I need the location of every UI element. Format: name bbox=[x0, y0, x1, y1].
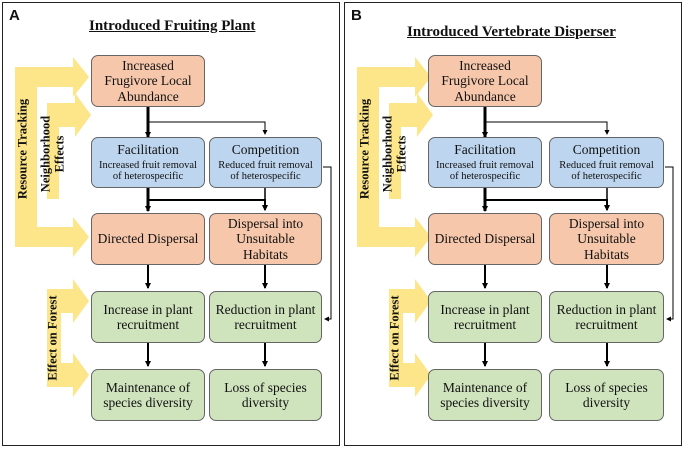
box-reduction-recruitment: Reduction in plant recruitment bbox=[549, 291, 664, 343]
panel-title: Introduced Vertebrate Disperser bbox=[407, 24, 616, 40]
box-maintenance-diversity: Maintenance of species diversity bbox=[91, 369, 205, 421]
box-reduction-recruitment: Reduction in plant recruitment bbox=[209, 291, 322, 343]
box-line: Directed Dispersal bbox=[434, 231, 536, 247]
box-sub-line: Increased fruit removal bbox=[99, 159, 197, 171]
box-line: Increase in plant bbox=[440, 301, 530, 317]
neighborhood-line-2: Effects bbox=[52, 135, 66, 173]
box-line: Reduction in plant bbox=[556, 301, 657, 317]
neighborhood-line-2: Effects bbox=[394, 135, 408, 173]
box-subtitle: Increased fruit removal of heterospecifi… bbox=[436, 160, 534, 183]
box-title: Facilitation bbox=[117, 142, 179, 158]
neighborhood-effects-label: Neighborhood Effects bbox=[380, 115, 409, 193]
arrow-abundance-competition bbox=[148, 121, 268, 135]
effect-on-forest-arrow bbox=[389, 279, 431, 397]
box-subtitle: Increased fruit removal of heterospecifi… bbox=[99, 160, 197, 183]
box-line: Habitats bbox=[243, 246, 288, 262]
panel-a: A Introduced Fruiting Plant Resource Tra… bbox=[2, 2, 340, 446]
box-directed-dispersal: Directed Dispersal bbox=[428, 213, 542, 265]
box-line: Abundance bbox=[454, 88, 516, 104]
box-frugivore-abundance: Increased Frugivore Local Abundance bbox=[428, 55, 542, 107]
box-increase-recruitment: Increase in plant recruitment bbox=[428, 291, 542, 343]
panel-letter: A bbox=[9, 7, 20, 24]
effect-on-forest-arrow bbox=[47, 279, 89, 397]
box-line: Habitats bbox=[584, 246, 629, 262]
neighborhood-effects-arrow-shape bbox=[389, 93, 433, 199]
arrow-layer bbox=[357, 57, 674, 397]
box-line: Reduction in plant bbox=[215, 301, 316, 317]
box-line: Increase in plant bbox=[103, 301, 193, 317]
box-line: Unsuitable bbox=[236, 231, 295, 247]
box-sub-line: of heterospecific bbox=[230, 171, 301, 183]
box-line: Dispersal into bbox=[227, 216, 304, 232]
box-line: Unsuitable bbox=[577, 231, 636, 247]
box-sub-line: of heterospecific bbox=[571, 171, 642, 183]
box-sub-line: Increased fruit removal bbox=[436, 159, 534, 171]
box-sub-line: Reduced fruit removal bbox=[218, 159, 313, 171]
box-subtitle: Reduced fruit removal of heterospecific bbox=[218, 160, 312, 183]
box-line: Abundance bbox=[117, 88, 179, 104]
neighborhood-effects-arrow-shape bbox=[47, 93, 91, 199]
panel-b: B Introduced Vertebrate Disperser Resour… bbox=[344, 2, 682, 446]
panel-title: Introduced Fruiting Plant bbox=[89, 18, 256, 34]
box-line: Dispersal into bbox=[568, 216, 645, 232]
box-increase-recruitment: Increase in plant recruitment bbox=[91, 291, 205, 343]
box-line: species diversity bbox=[440, 395, 530, 410]
arrow-layer bbox=[15, 57, 332, 397]
neighborhood-line-1: Neighborhood bbox=[380, 115, 395, 193]
arrow-competition-reduction bbox=[665, 166, 674, 322]
arrow-facilitation-unsuitable bbox=[148, 199, 268, 211]
box-line: Increased bbox=[459, 58, 511, 74]
box-title: Competition bbox=[572, 142, 641, 158]
box-line: Frugivore Local bbox=[441, 73, 529, 89]
box-unsuitable-habitats: Dispersal into Unsuitable Habitats bbox=[209, 213, 322, 265]
box-unsuitable-habitats: Dispersal into Unsuitable Habitats bbox=[549, 213, 664, 265]
box-line: Frugivore Local bbox=[104, 73, 192, 89]
box-directed-dispersal: Directed Dispersal bbox=[91, 213, 205, 265]
effect-on-forest-label: Effect on Forest bbox=[387, 295, 402, 381]
box-frugivore-abundance: Increased Frugivore Local Abundance bbox=[91, 55, 205, 107]
box-line: Maintenance of bbox=[442, 379, 528, 395]
resource-tracking-label: Resource Tracking bbox=[357, 98, 372, 200]
box-facilitation: Facilitation Increased fruit removal of … bbox=[428, 137, 542, 188]
box-line: recruitment bbox=[453, 317, 517, 332]
box-line: recruitment bbox=[234, 317, 297, 332]
box-loss-diversity: Loss of species diversity bbox=[549, 369, 664, 421]
box-line: Increased bbox=[122, 58, 174, 74]
box-competition: Competition Reduced fruit removal of het… bbox=[209, 137, 322, 188]
box-line: Directed Dispersal bbox=[97, 231, 199, 247]
resource-tracking-arrow bbox=[15, 57, 89, 257]
box-line: recruitment bbox=[116, 317, 180, 332]
resource-tracking-label: Resource Tracking bbox=[15, 98, 30, 200]
box-subtitle: Reduced fruit removal of heterospecific bbox=[559, 160, 653, 183]
box-line: diversity bbox=[241, 395, 290, 410]
box-line: Loss of species bbox=[224, 379, 307, 395]
box-sub-line: of heterospecific bbox=[449, 171, 521, 183]
box-line: recruitment bbox=[575, 317, 638, 332]
box-facilitation: Facilitation Increased fruit removal of … bbox=[91, 137, 205, 188]
panel-letter: B bbox=[351, 7, 362, 24]
box-line: species diversity bbox=[103, 395, 193, 410]
box-line: Maintenance of bbox=[105, 379, 191, 395]
resource-tracking-arrow bbox=[357, 57, 431, 257]
box-line: Loss of species bbox=[565, 379, 648, 395]
neighborhood-line-1: Neighborhood bbox=[38, 115, 53, 193]
box-sub-line: of heterospecific bbox=[112, 171, 184, 183]
box-loss-diversity: Loss of species diversity bbox=[209, 369, 322, 421]
box-title: Competition bbox=[231, 142, 300, 158]
arrow-competition-reduction bbox=[323, 166, 332, 322]
box-title: Facilitation bbox=[454, 142, 516, 158]
box-sub-line: Reduced fruit removal bbox=[559, 159, 654, 171]
box-maintenance-diversity: Maintenance of species diversity bbox=[428, 369, 542, 421]
box-line: diversity bbox=[582, 395, 631, 410]
neighborhood-effects-label: Neighborhood Effects bbox=[38, 115, 67, 193]
arrow-abundance-competition bbox=[485, 121, 610, 135]
arrow-facilitation-unsuitable bbox=[485, 199, 610, 211]
box-competition: Competition Reduced fruit removal of het… bbox=[549, 137, 664, 188]
effect-on-forest-label: Effect on Forest bbox=[45, 295, 60, 381]
